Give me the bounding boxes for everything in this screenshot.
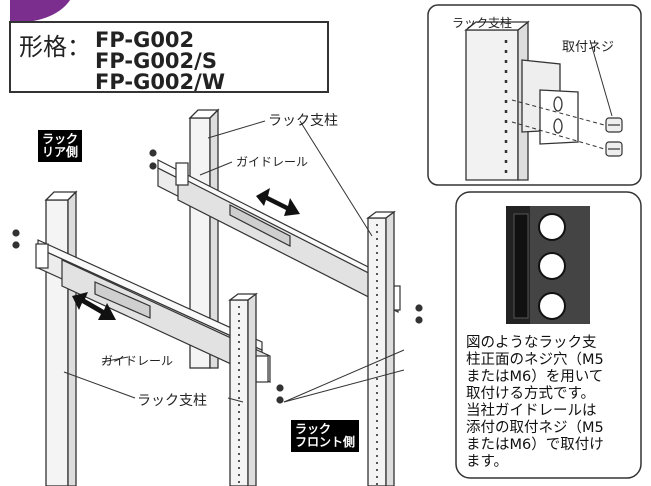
inset-panel-bottom	[455, 191, 642, 479]
guide-rail-label-bottom: ガイドレール	[101, 354, 174, 368]
model-number-box: 形格： FP-G002 FP-G002/S FP-G002/W	[9, 21, 329, 94]
guide-rail-label-top: ガイドレール	[236, 155, 309, 169]
description-line-4: 取付ける方式です。	[466, 386, 596, 402]
description-line-7: またはM6）で取付け	[466, 437, 604, 453]
description-line-6: 添付の取付ネジ（M5	[466, 420, 604, 436]
leader-lines	[63, 120, 405, 403]
description-line-3: またはM6）を用いて	[466, 369, 604, 385]
model-label: 形格：	[19, 33, 91, 61]
inset-rail-end	[521, 59, 579, 145]
inset-rack-post-label: ラック支柱	[452, 16, 513, 30]
rack-post-front-right	[366, 210, 396, 486]
description-line-1: 図のようなラック支	[466, 335, 597, 351]
inset-screw-label: 取付ネジ	[562, 40, 615, 55]
slide-arrow-top	[256, 188, 300, 216]
rack-post-front-left	[228, 292, 258, 486]
inset-screw-paths	[511, 99, 609, 151]
description-line-5: 当社ガイドレールは	[466, 403, 597, 419]
rack-rear-tag-line2: リア側	[42, 145, 79, 159]
rack-front-tag-line1: ラック	[295, 422, 332, 436]
screw-icon	[605, 117, 623, 157]
description-line-8: ます。	[466, 454, 509, 470]
corner-accent-shape	[10, 0, 70, 21]
rack-front-tag: ラック フロント側	[291, 420, 360, 452]
screw-leader	[589, 39, 613, 117]
guide-rail-top	[149, 149, 423, 324]
rack-rear-tag: ラック リア側	[38, 130, 83, 162]
description-line-2: 柱正面のネジ穴（M5	[466, 352, 604, 368]
rack-rear-tag-line1: ラック	[42, 132, 79, 146]
model-number-1: FP-G002	[95, 28, 195, 52]
post-hole-closeup	[506, 206, 590, 324]
guide-rail-bottom	[12, 229, 284, 404]
mounting-description: 図のようなラック支 柱正面のネジ穴（M5 またはM6）を用いて 取付ける方式です…	[466, 335, 638, 471]
slide-arrow-bottom	[72, 292, 116, 320]
rack-front-tag-line2: フロント側	[295, 435, 356, 449]
rack-post-rear-left	[44, 190, 78, 486]
rack-post-label-bottom: ラック支柱	[137, 393, 207, 409]
model-number-2: FP-G002/S	[95, 49, 217, 73]
rack-post-label-top: ラック支柱	[268, 113, 338, 129]
inset-rack-post	[464, 20, 530, 181]
model-number-3: FP-G002/W	[95, 70, 225, 94]
